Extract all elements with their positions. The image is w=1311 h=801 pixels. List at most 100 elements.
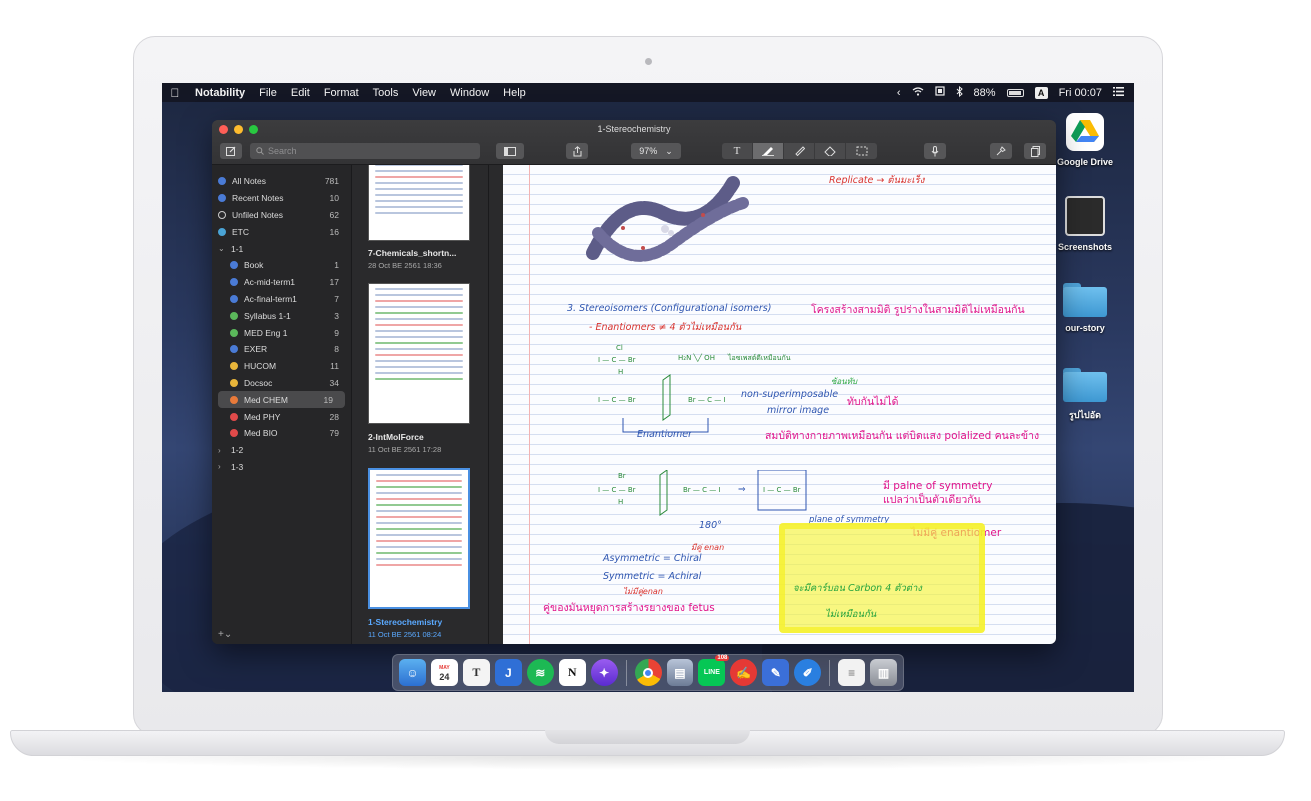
eraser-tool-button[interactable] (815, 143, 846, 159)
preview-icon[interactable]: ▤ (666, 659, 694, 686)
bluetooth-icon[interactable] (956, 85, 963, 100)
pen-tool-button[interactable] (753, 143, 784, 159)
record-audio-button[interactable] (924, 143, 946, 159)
trash-icon[interactable]: ▥ (870, 659, 898, 686)
subject-color-dot (230, 294, 238, 303)
desktop-item-screenshots[interactable]: Screenshots (1045, 196, 1125, 252)
sidebar-item[interactable]: ›1-2 (212, 442, 351, 459)
search-field[interactable] (250, 143, 480, 159)
sidebar-item-label: Med PHY (244, 411, 281, 422)
note-title[interactable]: 1-Stereochemistry (368, 617, 443, 627)
chevron-right-icon[interactable]: › (218, 462, 221, 472)
note-thumbnail[interactable] (368, 283, 470, 424)
zoom-button[interactable] (249, 125, 258, 134)
desktop-item-label: Screenshots (1057, 242, 1113, 252)
subject-color-dot (230, 378, 238, 387)
note-thai-line-1: โครงสร้างสามมิติ รูปร่างในสามมิติไม่เหมื… (811, 304, 1025, 316)
calendar-day: 24 (439, 671, 450, 682)
text-icon: T (733, 145, 741, 157)
svg-text:H: H (618, 368, 623, 376)
joplin-icon[interactable]: J (494, 659, 522, 686)
menu-file[interactable]: File (259, 86, 277, 99)
notability-icon[interactable]: ✐ (794, 659, 822, 686)
menu-edit[interactable]: Edit (290, 86, 310, 99)
note-thumbnail[interactable] (368, 165, 470, 241)
dock-separator (829, 659, 831, 686)
app-menu[interactable]: Notability (195, 86, 246, 99)
minimize-button[interactable] (234, 125, 243, 134)
desktop-item-google-drive[interactable]: Google Drive (1045, 113, 1125, 167)
share-button[interactable] (566, 143, 588, 159)
note-title[interactable]: 2-IntMolForce (368, 432, 424, 442)
desktop-item-folder[interactable]: รูปไปอัด (1045, 368, 1125, 422)
sidebar-item-count: 16 (329, 226, 339, 237)
share-icon (573, 145, 581, 156)
note-thumbnail-selected[interactable] (368, 468, 470, 609)
typora-icon[interactable]: T (462, 659, 490, 686)
sidebar-item[interactable]: ⌄1-1 (212, 240, 351, 257)
search-input[interactable] (268, 146, 468, 156)
menu-view[interactable]: View (412, 86, 437, 99)
note-non-superimposable: non-superimposable (741, 389, 839, 400)
chevron-right-icon[interactable]: › (218, 445, 221, 455)
textedit-icon[interactable]: ✎ (762, 659, 790, 686)
screen-mirror-icon[interactable] (934, 86, 945, 99)
eraser-icon (824, 146, 836, 156)
close-button[interactable] (219, 125, 228, 134)
new-note-button[interactable] (220, 143, 242, 159)
sidebar-item-label: MED Eng 1 (244, 327, 288, 338)
input-source-icon[interactable]: A (1034, 86, 1048, 99)
screen:  Notability File Edit Format Tools View… (162, 83, 1134, 692)
pin-button[interactable] (990, 143, 1012, 159)
note-title[interactable]: 7-Chemicals_shortn... (368, 248, 457, 258)
page-view-button[interactable] (1024, 143, 1046, 159)
notion-icon[interactable]: N (558, 659, 586, 686)
text-tool-button[interactable]: T (722, 143, 753, 159)
apple-menu-icon[interactable]:  (162, 86, 188, 100)
subject-color-dot (230, 395, 238, 404)
add-subject-button[interactable]: +⌄ (218, 629, 233, 640)
notification-center-icon[interactable] (1113, 86, 1124, 99)
lasso-tool-button[interactable] (846, 143, 877, 159)
battery-icon[interactable] (1006, 88, 1024, 97)
chevron-left-icon[interactable]: ‹ (896, 86, 901, 99)
zoom-dropdown[interactable]: 97% ⌄ (631, 143, 681, 159)
note-rotation: 180° (699, 520, 722, 531)
document-icon[interactable]: ≡ (838, 659, 866, 686)
spotify-icon[interactable]: ≋ (526, 659, 554, 686)
chevron-down-icon[interactable]: ⌄ (218, 244, 225, 254)
highlighter-tool-button[interactable] (784, 143, 815, 159)
menu-clock[interactable]: Fri 00:07 (1058, 86, 1102, 99)
menu-help[interactable]: Help (503, 86, 526, 99)
wifi-icon[interactable] (912, 86, 924, 99)
sidebar-item[interactable]: ›1-3 (212, 459, 351, 476)
note-page[interactable]: Replicate → ต้นมะเร็ง 3. Stereoisomers (… (503, 165, 1056, 644)
menu-format[interactable]: Format (323, 86, 359, 99)
sidebar-toggle-button[interactable] (496, 143, 524, 159)
finder-icon[interactable]: ☺ (399, 659, 426, 686)
menu-tools[interactable]: Tools (372, 86, 399, 99)
acrobat-icon[interactable]: ✍ (730, 659, 758, 686)
calendar-icon[interactable]: MAY 24 (430, 659, 458, 686)
chrome-icon[interactable] (634, 659, 662, 686)
note-canvas[interactable]: Replicate → ต้นมะเร็ง 3. Stereoisomers (… (489, 165, 1056, 644)
compass-app-icon[interactable]: ✦ (590, 659, 618, 686)
desktop-item-our-story[interactable]: our-story (1045, 283, 1125, 333)
menu-window[interactable]: Window (450, 86, 490, 99)
